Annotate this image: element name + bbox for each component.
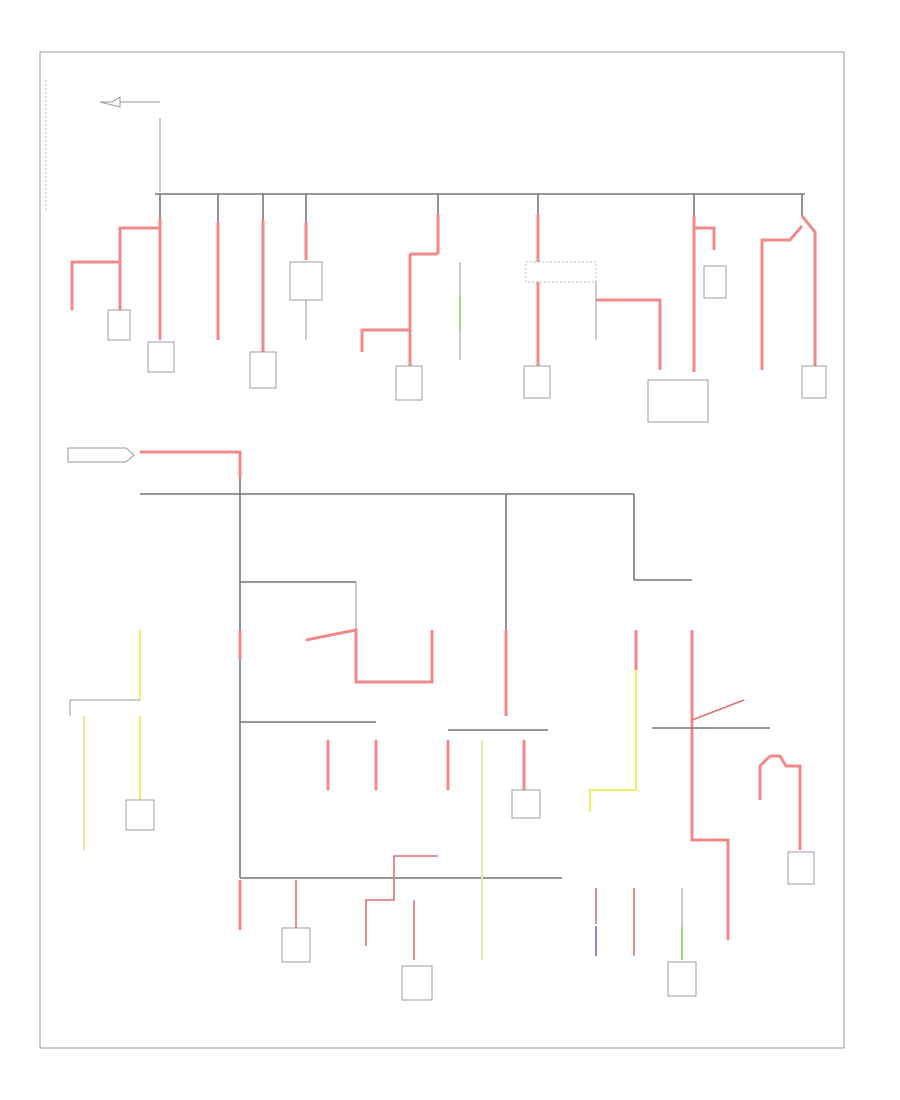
circuit-ignition-center-right (365, 630, 548, 1001)
diagram-frame (39, 51, 845, 1049)
circuit-7 (692, 194, 727, 372)
circuit-3 (249, 194, 277, 389)
circuit-6 (523, 194, 709, 423)
circuit-bottom-right (595, 888, 697, 997)
circuit-4 (289, 194, 323, 340)
circuit-left-lamps (70, 194, 175, 373)
circuit-8 (760, 194, 827, 399)
circuit-ignition-left (69, 630, 155, 850)
circuit-5 (360, 194, 461, 401)
circuit-ignition-center (238, 582, 562, 879)
ignition-switch (67, 447, 242, 478)
battery-source (99, 96, 161, 192)
circuit-ignition-right (589, 630, 815, 940)
circuit-bottom-left (238, 880, 311, 963)
